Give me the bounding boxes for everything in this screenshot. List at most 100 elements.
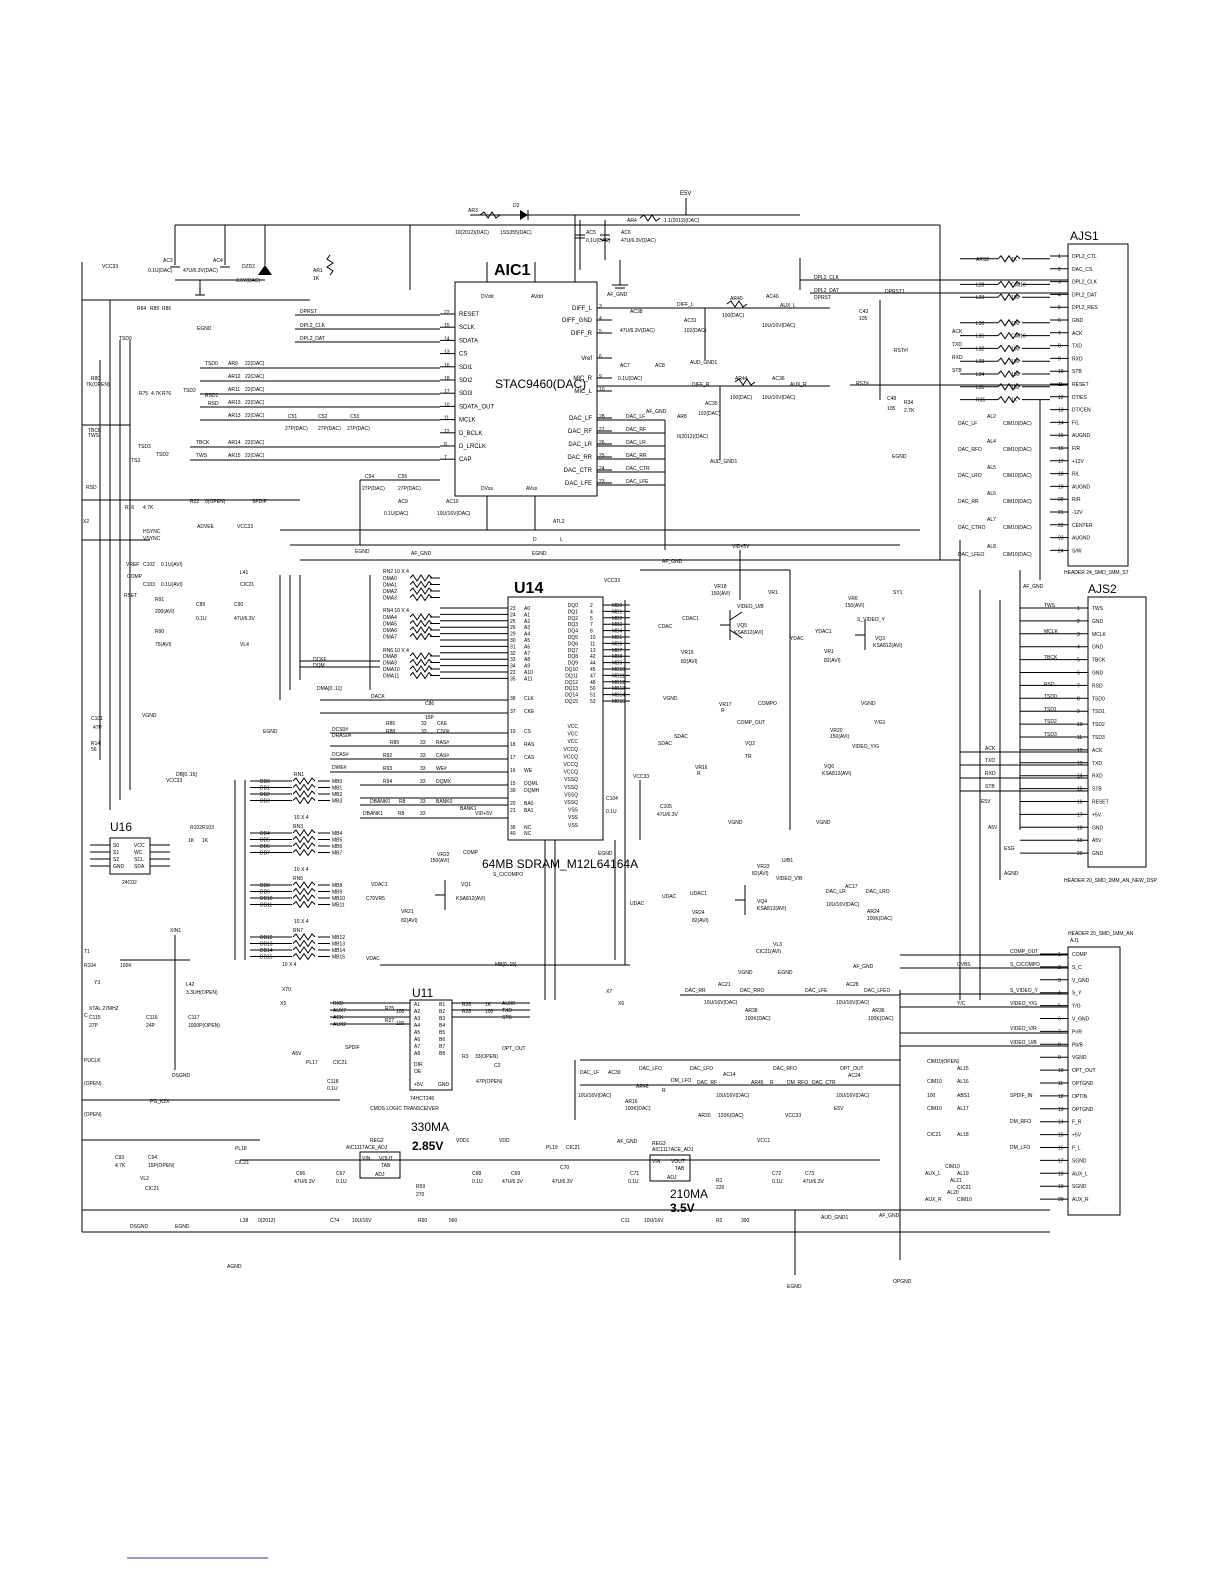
svg-text:47U/6.3V: 47U/6.3V (234, 616, 256, 622)
u14-pin-label: DQ3 (568, 622, 579, 628)
svg-text:C52: C52 (318, 414, 327, 420)
svg-text:10U/16V(DAC): 10U/16V(DAC) (578, 1093, 612, 1099)
u14-mb-net: MB2 (612, 616, 623, 622)
top-power-section: E5V AR3 10(2012)(DAC) D2 1SS355(DAC) AR4… (102, 191, 800, 332)
aj1-pin-label: SGND (1072, 1184, 1087, 1190)
rail-e5v: E5V (680, 191, 691, 197)
u14-pin-label: A5 (524, 638, 530, 644)
aj1-pin-label: S_Y (1072, 991, 1082, 997)
db-net-label: DB14 (260, 948, 273, 954)
svg-text:100: 100 (927, 1093, 936, 1099)
svg-text:X6: X6 (618, 1001, 624, 1007)
svg-text:47U/6.3V(DAC): 47U/6.3V(DAC) (620, 328, 655, 334)
svg-text:0(2012): 0(2012) (258, 1218, 276, 1224)
svg-text:VR16: VR16 (695, 765, 708, 771)
svg-text:AF_GND: AF_GND (1023, 584, 1044, 590)
u16-pin-label: SCL (134, 857, 144, 863)
svg-text:TBCK: TBCK (88, 428, 102, 434)
svg-text:AR20: AR20 (698, 1113, 711, 1119)
mb-net-label: MB1 (332, 786, 343, 792)
u14-pin-number: 15 (510, 781, 516, 787)
resistor-network-element (292, 790, 316, 798)
ajs1-pin-label: CENTER (1072, 523, 1093, 529)
svg-text:1K: 1K (202, 838, 209, 844)
svg-text:AGND: AGND (1004, 871, 1019, 877)
svg-text:0.1U(DAC): 0.1U(DAC) (618, 376, 643, 382)
reg3-regulator: REG3 AIC1117ACE_ADJ VIN VOUT TAB ADJ 210… (649, 1141, 708, 1215)
svg-text:22(DAC): 22(DAC) (245, 387, 265, 393)
svg-text:RST#: RST# (856, 381, 869, 387)
svg-text:CKE: CKE (437, 721, 448, 727)
svg-text:R16: R16 (125, 505, 134, 511)
svg-text:DAC_LF: DAC_LF (580, 1070, 599, 1076)
aic1-pin-number: 18 (444, 376, 450, 382)
aic1-body (454, 281, 598, 497)
u11-pin-label: A2 (414, 1009, 420, 1015)
svg-text:TWS: TWS (88, 433, 100, 439)
svg-text:3.3UH(OPEN): 3.3UH(OPEN) (186, 990, 218, 996)
svg-text:AL7: AL7 (987, 517, 996, 523)
svg-text:AC24: AC24 (848, 1073, 861, 1079)
ajs2-pin-label: TSD1 (1092, 709, 1105, 715)
svg-text:R34: R34 (904, 400, 913, 406)
svg-text:AL15: AL15 (957, 1066, 969, 1072)
u11-part: 74HCT245 (410, 1096, 434, 1102)
svg-text:R22: R22 (190, 499, 199, 505)
svg-text:AC31: AC31 (684, 318, 697, 324)
svg-text:DAC_RFO: DAC_RFO (773, 1066, 797, 1072)
u16-pin-label: WC (134, 850, 143, 856)
u14-pin-label: DQ15 (565, 699, 578, 705)
svg-text:R80: R80 (91, 376, 100, 382)
svg-text:L38: L38 (240, 1218, 249, 1224)
aic1-part: STAC9460(DAC) (495, 377, 586, 391)
aj1-pin-label: V_GND (1072, 978, 1090, 984)
u14-mb-net: MB13 (612, 686, 625, 692)
svg-text:DAC_RR: DAC_RR (626, 453, 647, 459)
svg-text:33: 33 (420, 766, 426, 772)
svg-text:EGND: EGND (532, 551, 547, 557)
u14-sdram-chip: U14 64MB SDRAM_M12L64164A VCC33 A023A124… (176, 578, 679, 968)
svg-text:SPDIF_IN: SPDIF_IN (1010, 1093, 1033, 1099)
svg-text:C: C (84, 1013, 88, 1019)
ajs1-link-ref: L32 (976, 346, 985, 352)
aic1-pin-label: CS (459, 352, 467, 358)
svg-text:150(AVI): 150(AVI) (711, 591, 731, 597)
svg-text:C43: C43 (859, 309, 868, 315)
ajs2-pin-label: TXD (1092, 761, 1102, 767)
svg-text:(OPEN): (OPEN) (84, 1081, 102, 1087)
svg-text:210MA: 210MA (670, 1187, 708, 1201)
resistor-network-element (292, 777, 316, 785)
resistor-network-element (292, 835, 316, 844)
svg-text:DAC_LR: DAC_LR (626, 440, 646, 446)
svg-text:R103: R103 (202, 825, 214, 831)
u14-power-label: VSSQ (564, 785, 578, 791)
resistor-network-element (292, 946, 316, 954)
ajs2-pin-number: 6 (1077, 671, 1080, 677)
ajs2-pin-label: A5V (1092, 838, 1102, 844)
svg-text:C105: C105 (660, 804, 672, 810)
svg-text:DAC_LFO: DAC_LFO (690, 1066, 713, 1072)
ajs2-pin-number: 12 (1077, 748, 1083, 754)
svg-text:0.1U(AVI): 0.1U(AVI) (161, 582, 183, 588)
u11-ref: U11 (412, 986, 433, 1000)
mb-net-label: MB14 (332, 948, 345, 954)
ajs1-pin-label: R/R (1072, 497, 1081, 503)
u14-pin-label: CAS (524, 755, 535, 761)
ajs1-pin-number: 23 (1058, 536, 1064, 542)
ajs1-pin-label: DPL2_RES (1072, 305, 1098, 311)
svg-text:VCC33: VCC33 (604, 578, 620, 584)
mb-net-label: MB15 (332, 955, 345, 961)
ajs2-pin-number: 19 (1077, 838, 1083, 844)
ajs1-pin-number: 20 (1058, 497, 1064, 503)
aic1-pin-number: 14 (444, 336, 450, 342)
svg-text:U/B1: U/B1 (782, 858, 793, 864)
svg-text:CVBS: CVBS (957, 962, 971, 968)
aj1-pin-label: OPTGND (1072, 1081, 1094, 1087)
u14-pin-label: A8 (524, 657, 530, 663)
svg-text:R91: R91 (155, 597, 164, 603)
ajs1-link-resistor (997, 331, 1021, 340)
svg-text:DSGND: DSGND (172, 1073, 190, 1079)
svg-text:10U/16V(DAC): 10U/16V(DAC) (437, 511, 471, 517)
mb-net-label: MB9 (332, 890, 343, 896)
aj1-pin-label: +5V (1072, 1133, 1082, 1139)
